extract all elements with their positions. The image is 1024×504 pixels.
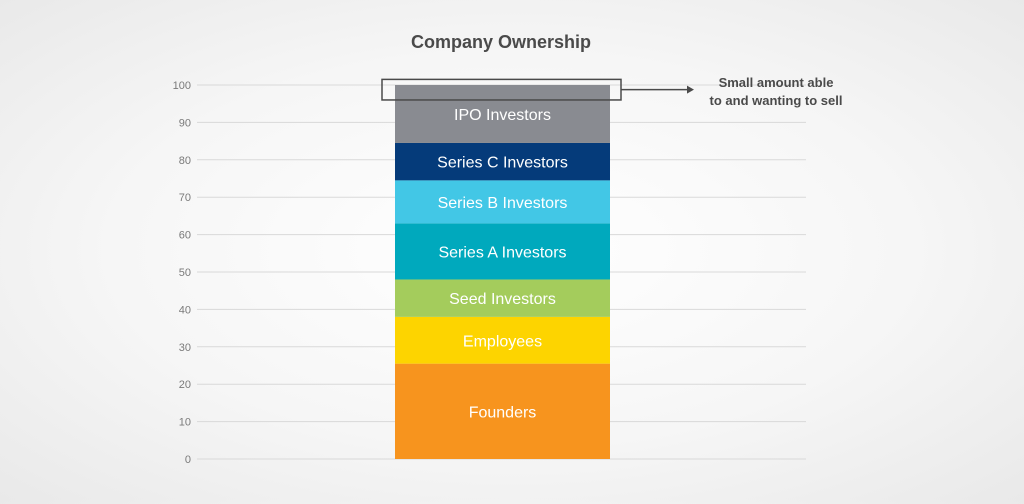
y-tick-label-10: 10: [179, 417, 191, 429]
annotation: Small amount able to and wanting to sell: [381, 75, 843, 108]
y-tick-label-0: 0: [185, 454, 191, 466]
y-tick-label-50: 50: [179, 267, 191, 279]
segment-label-founders: Founders: [469, 404, 537, 421]
y-tick-label-20: 20: [179, 379, 191, 391]
y-tick-label-80: 80: [179, 155, 191, 167]
y-tick-label-70: 70: [179, 192, 191, 204]
y-tick-label-90: 90: [179, 117, 191, 129]
bar-segment-seed-investors: [395, 279, 610, 317]
segment-label-ipo-investors: IPO Investors: [454, 107, 551, 124]
segment-labels: Founders Employees Seed Investors Series A …: [437, 107, 568, 421]
bar-segment-series-c-investors: [395, 142, 610, 181]
bar-segment-series-b-investors: [395, 180, 610, 224]
annotation-arrowhead: [687, 85, 694, 94]
y-tick-label-60: 60: [179, 230, 191, 242]
bar-segment-series-a-investors: [395, 223, 610, 280]
bar-segment-founders: [395, 363, 610, 459]
annotation-text-line-1: Small amount able: [719, 75, 834, 90]
y-tick-label-30: 30: [179, 342, 191, 354]
annotation-text-line-2: to and wanting to sell: [710, 93, 843, 108]
stacked-bar: [395, 85, 610, 459]
y-axis-ticks: 0 10 20 30 40 50 60 70 80 90 100: [173, 80, 191, 466]
y-tick-label-100: 100: [173, 80, 191, 92]
segment-label-series-c-investors: Series C Investors: [437, 155, 568, 172]
segment-label-seed-investors: Seed Investors: [449, 291, 556, 308]
segment-label-employees: Employees: [463, 333, 542, 350]
segment-label-series-a-investors: Series A Investors: [438, 244, 566, 261]
bar-segment-ipo-investors: [395, 85, 610, 143]
y-tick-label-40: 40: [179, 304, 191, 316]
chart-title: Company Ownership: [411, 32, 591, 52]
bar-segment-employees: [395, 316, 610, 364]
segment-label-series-b-investors: Series B Investors: [438, 195, 568, 212]
